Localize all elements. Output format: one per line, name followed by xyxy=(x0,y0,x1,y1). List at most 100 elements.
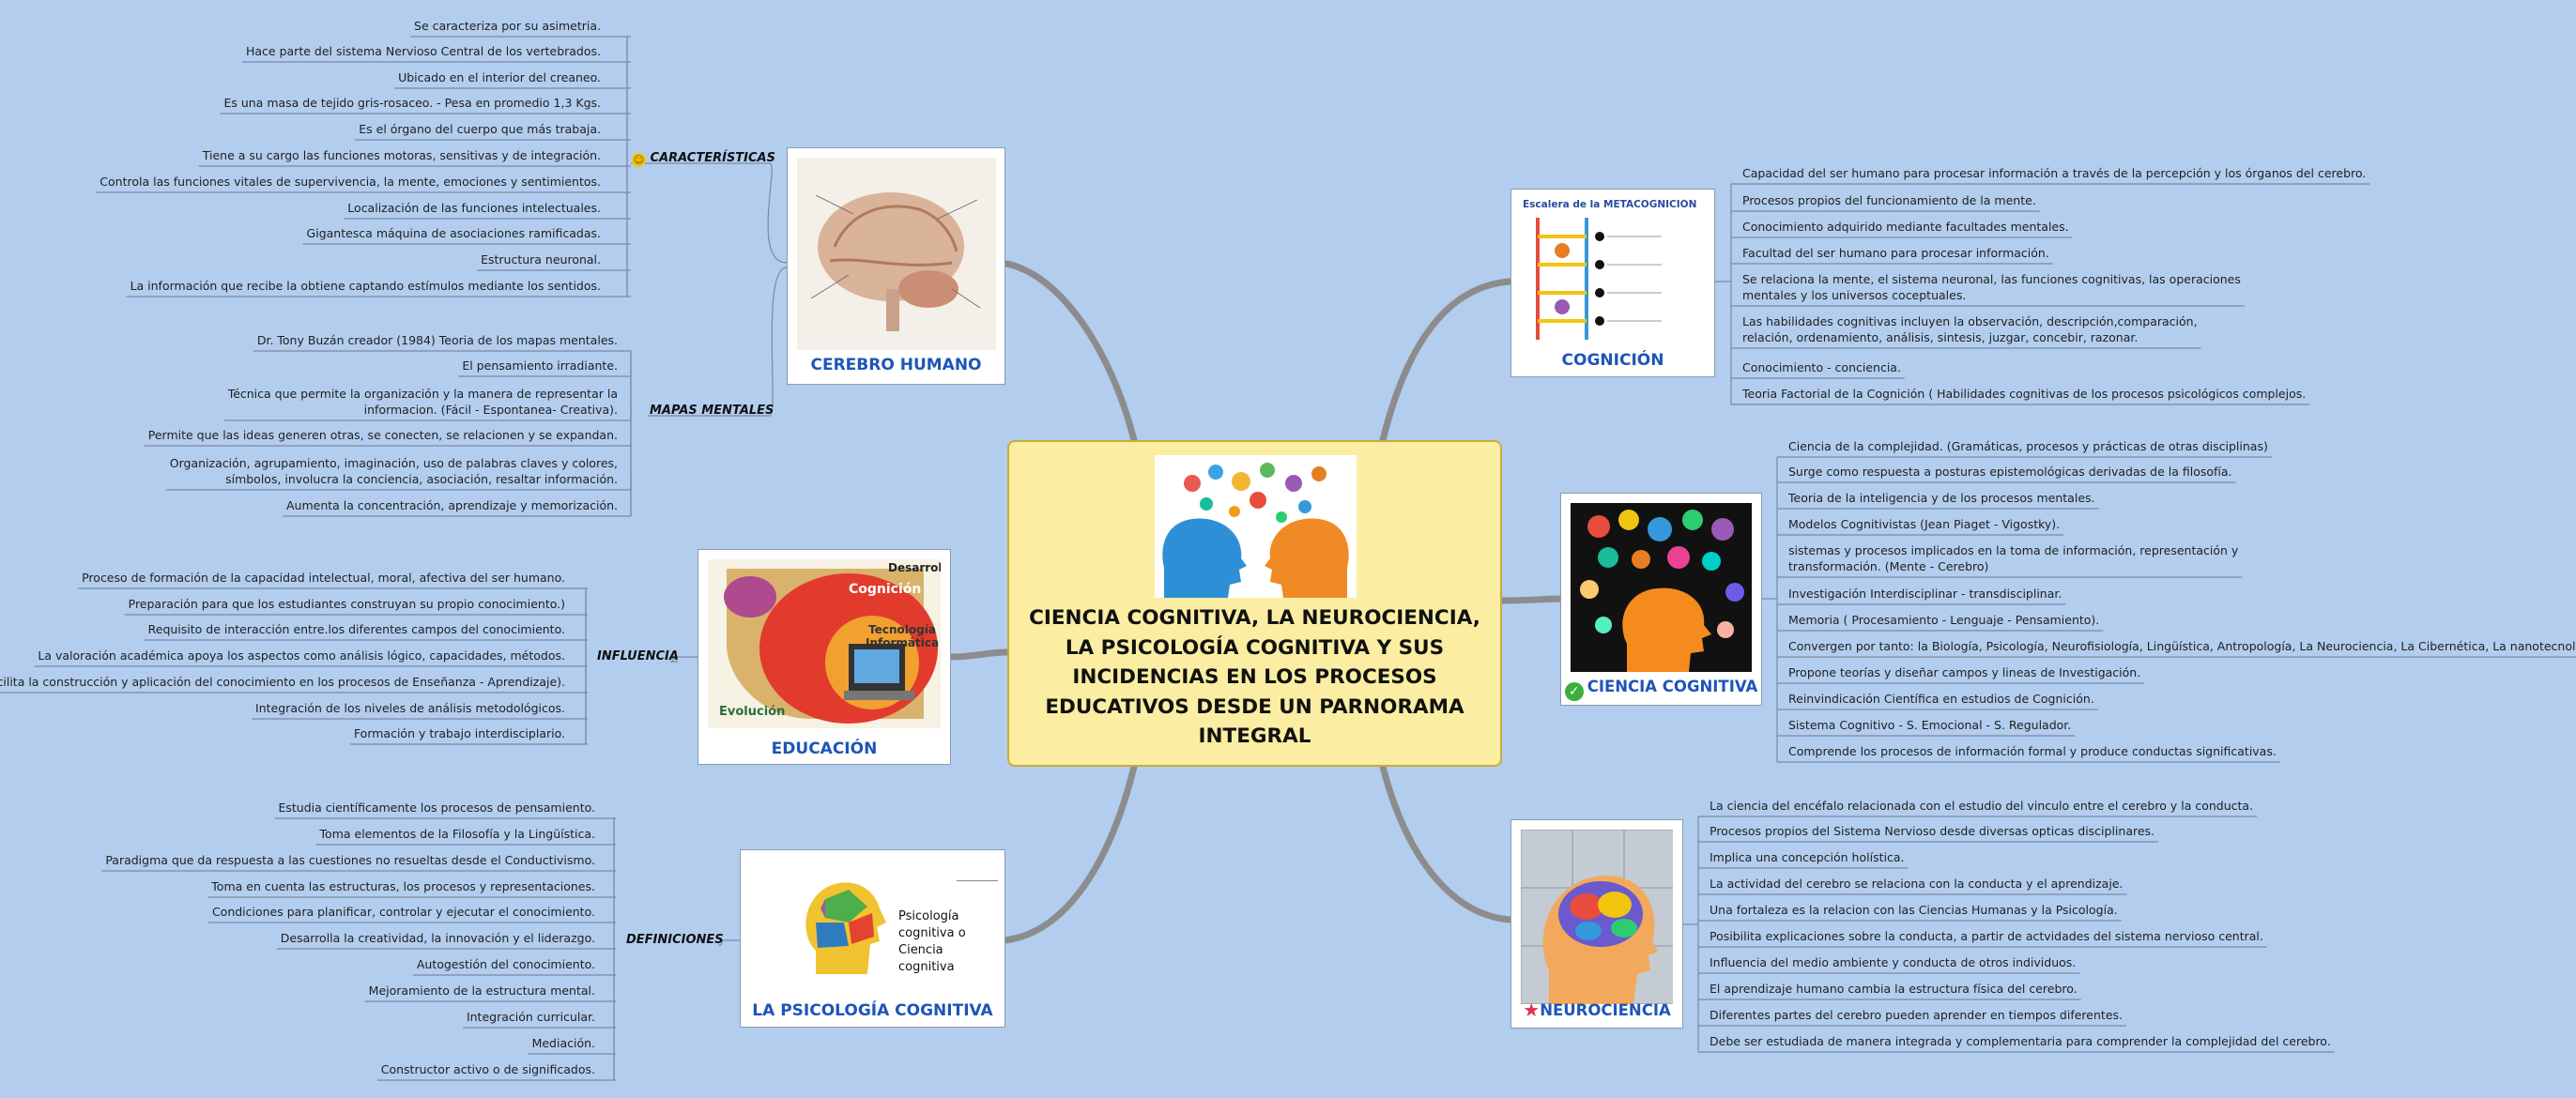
leaf-item[interactable]: Teoria de la inteligencia y de los proce… xyxy=(1788,491,2095,505)
topic-title-text: CIENCIA COGNITIVA xyxy=(1587,678,1758,695)
label-influencia[interactable]: INFLUENCIA xyxy=(597,649,679,663)
check-badge-icon: ✓ xyxy=(1564,682,1584,701)
leaf-item[interactable]: Comprende los procesos de información fo… xyxy=(1788,744,2277,758)
leaf-item[interactable]: Localización de las funciones intelectua… xyxy=(347,201,601,215)
leaf-item[interactable]: Influencia del medio ambiente y conducta… xyxy=(1710,955,2077,969)
metacognicion-image-title: Escalera de la METACOGNICIÓN xyxy=(1523,199,1697,210)
leaf-item[interactable]: Conocimiento adquirido mediante facultad… xyxy=(1742,220,2069,234)
leaf-item[interactable]: Aumenta la concentración, aprendizaje y … xyxy=(285,498,618,512)
topic-title: COGNICIÓN xyxy=(1561,351,1664,370)
leaf-item[interactable]: Toma elementos de la Filosofía y la Ling… xyxy=(319,827,595,841)
leaf-item[interactable]: Teoria Factorial de la Cognición ( Habil… xyxy=(1742,387,2307,401)
leaf-item[interactable]: Las habilidades cognitivas incluyen la o… xyxy=(1742,314,2198,344)
leaf-item[interactable]: Se relaciona la mente, el sistema neuron… xyxy=(1742,272,2241,302)
leaf-item[interactable]: La información que recibe la obtiene cap… xyxy=(130,279,601,293)
topic-psicologia-cognitiva[interactable]: Psicología cognitiva o Ciencia cognitiva… xyxy=(740,849,1005,1028)
leaf-item[interactable]: Desarrolla la creatividad, la innovación… xyxy=(280,931,595,945)
education-image: Desarrollo Cognición Tecnología Informát… xyxy=(708,559,941,728)
leaf-item[interactable]: Organización, agrupamiento, imaginación,… xyxy=(169,456,618,486)
group-connector xyxy=(631,162,788,264)
central-heads-image xyxy=(1155,455,1357,598)
leaf-item[interactable]: Técnica que permite la organización y la… xyxy=(227,387,618,417)
topic-ciencia-cognitiva[interactable]: ✓CIENCIA COGNITIVA xyxy=(1560,493,1762,706)
leaf-item[interactable]: Tiene a su cargo las funciones motoras, … xyxy=(202,148,601,162)
leaf-item[interactable]: Gigantesca máquina de asociaciones ramif… xyxy=(306,226,601,240)
topic-title: CEREBRO HUMANO xyxy=(810,356,982,374)
brain-diagram-image xyxy=(797,158,996,350)
psicologia-caption: Psicología cognitiva o Ciencia cognitiva xyxy=(898,909,966,974)
branch-ciencia xyxy=(1498,595,1565,604)
group-connector xyxy=(718,939,740,946)
leaf-item[interactable]: Paradigma que da respuesta a las cuestio… xyxy=(105,853,595,867)
leaf-item[interactable]: Implica una concepción holística. xyxy=(1710,850,1905,864)
leaf-item[interactable]: Investigación Interdisciplinar - transdi… xyxy=(1788,587,2062,601)
leaf-item[interactable]: Sistema Cognitivo - S. Emocional - S. Re… xyxy=(1788,718,2072,732)
leaf-item[interactable]: Facultad del ser humano para procesar in… xyxy=(1742,246,2049,260)
leaf-item[interactable]: Procesos propios del funcionamiento de l… xyxy=(1742,193,2036,207)
label-mapas-mentales[interactable]: MAPAS MENTALES xyxy=(650,404,774,418)
leaf-item[interactable]: Memoria ( Procesamiento - Lenguaje - Pen… xyxy=(1788,613,2100,627)
leaf-item[interactable]: Capacidad del ser humano para procesar i… xyxy=(1742,166,2367,180)
branch-cognicion xyxy=(1379,278,1513,444)
topic-cognicion[interactable]: Escalera de la METACOGNICIÓN COGNICIÓN xyxy=(1510,189,1715,377)
leaf-item[interactable]: sistemas y procesos implicados en la tom… xyxy=(1788,543,2239,573)
leaf-item[interactable]: Surge como respuesta a posturas epistemo… xyxy=(1788,465,2232,479)
leaf-item[interactable]: Posibilita explicaciones sobre la conduc… xyxy=(1710,929,2263,943)
psicologia-image: Psicología cognitiva o Ciencia cognitiva xyxy=(750,860,998,991)
leaf-item[interactable]: Se caracteriza por su asimetria. xyxy=(414,19,601,33)
leaf-item[interactable]: Reinvindicación Científica en estudios d… xyxy=(1788,692,2094,706)
topic-title: ★NEUROCIENCIA xyxy=(1511,999,1682,1021)
group-connector xyxy=(669,656,698,663)
leaf-item[interactable]: El aprendizaje humano cambia la estructu… xyxy=(1710,982,2078,996)
leaf-item[interactable]: Convergen por tanto: la Biología, Psicol… xyxy=(1788,639,2576,653)
leaf-item[interactable]: Condiciones para planificar, controlar y… xyxy=(211,905,595,919)
leaf-item[interactable]: Procesos propios del Sistema Nervioso de… xyxy=(1710,824,2155,838)
topic-cerebro-humano[interactable]: CEREBRO HUMANO xyxy=(787,147,1005,385)
leaf-item[interactable]: Modelos Cognitivistas (Jean Piaget - Vig… xyxy=(1788,517,2061,531)
leaf-item[interactable]: Propone teorías y diseñar campos y linea… xyxy=(1788,665,2141,679)
leaf-item[interactable]: Mediación. xyxy=(531,1036,595,1050)
leaf-item[interactable]: Hace parte del sistema Nervioso Central … xyxy=(245,44,601,58)
leaf-item[interactable]: Ubicado en el interior del creaneo. xyxy=(398,70,601,84)
leaf-item[interactable]: Una fortaleza es la relacion con las Cie… xyxy=(1710,903,2118,917)
image-label-cognicion: Cognición xyxy=(849,582,922,597)
leaf-item[interactable]: Integración curricular. xyxy=(466,1010,595,1024)
leaf-item[interactable]: Facilita la construcción y aplicación de… xyxy=(0,675,565,689)
leaf-item[interactable]: Es una masa de tejido gris-rosaceo. - Pe… xyxy=(223,96,601,110)
leaf-item[interactable]: Debe ser estudiada de manera integrada y… xyxy=(1710,1034,2331,1048)
leaf-item[interactable]: Preparación para que los estudiantes con… xyxy=(128,597,565,611)
image-label-desarrollo: Desarrollo xyxy=(888,561,941,574)
leaf-item[interactable]: Conocimiento - conciencia. xyxy=(1742,360,1901,374)
leaf-item[interactable]: Ciencia de la complejidad. (Gramáticas, … xyxy=(1788,439,2268,453)
leaf-item[interactable]: La ciencia del encéfalo relacionada con … xyxy=(1710,799,2254,813)
leaf-item[interactable]: Mejoramiento de la estructura mental. xyxy=(368,984,595,998)
leaf-item[interactable]: Requisito de interacción entre.los difer… xyxy=(147,622,565,636)
leaf-item[interactable]: Autogestión del conocimiento. xyxy=(416,957,595,971)
label-caracteristicas[interactable]: ☺ CARACTERÍSTICAS xyxy=(632,151,775,167)
leaf-item[interactable]: El pensamiento irradiante. xyxy=(462,358,618,373)
topic-educacion[interactable]: Desarrollo Cognición Tecnología Informát… xyxy=(698,549,951,765)
leaf-item[interactable]: Diferentes partes del cerebro pueden apr… xyxy=(1710,1008,2123,1022)
leaf-item[interactable]: Dr. Tony Buzán creador (1984) Teoria de … xyxy=(256,333,618,347)
leaf-item[interactable]: Estudia científicamente los procesos de … xyxy=(278,801,595,815)
label-definiciones[interactable]: DEFINICIONES xyxy=(626,933,724,947)
label-caracteristicas-text: CARACTERÍSTICAS xyxy=(650,151,775,165)
leaf-item[interactable]: Permite que las ideas generen otras, se … xyxy=(147,428,618,442)
leaf-item[interactable]: La valoración académica apoya los aspect… xyxy=(38,648,565,663)
group-connector xyxy=(648,267,788,417)
central-topic[interactable]: CIENCIA COGNITIVA, LA NEUROCIENCIA, LA P… xyxy=(1007,440,1502,767)
leaf-item[interactable]: Toma en cuenta las estructuras, los proc… xyxy=(211,879,595,893)
icons-cloud xyxy=(1184,463,1326,523)
leaf-item[interactable]: Controla las funciones vitales de superv… xyxy=(100,175,601,189)
leaf-item[interactable]: Integración de los niveles de análisis m… xyxy=(255,701,565,715)
leaf-item[interactable]: Formación y trabajo interdisciplario. xyxy=(353,726,565,740)
leaf-item[interactable]: Es el órgano del cuerpo que más trabaja. xyxy=(359,122,601,136)
branch-cerebro xyxy=(996,259,1138,444)
leaf-item[interactable]: Estructura neuronal. xyxy=(481,252,601,267)
leaf-item[interactable]: La actividad del cerebro se relaciona co… xyxy=(1710,877,2124,891)
leaf-item[interactable]: Proceso de formación de la capacidad int… xyxy=(82,571,565,585)
central-title: CIENCIA COGNITIVA, LA NEUROCIENCIA, LA P… xyxy=(1029,606,1480,748)
leaf-item[interactable]: Constructor activo o de significados. xyxy=(380,1062,595,1076)
topic-neurociencia[interactable]: ★NEUROCIENCIA xyxy=(1510,819,1683,1029)
